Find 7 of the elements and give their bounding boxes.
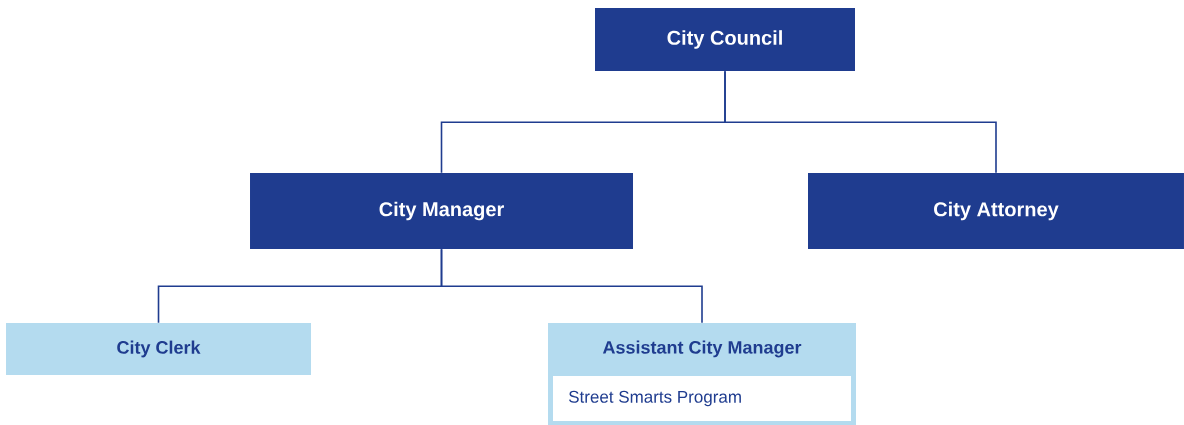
org-box: City Council	[595, 8, 855, 71]
org-box: City Manager	[250, 173, 633, 249]
connector-line	[440, 248, 703, 324]
org-box: City Attorney	[808, 173, 1184, 249]
connector-line	[724, 70, 997, 174]
org-box: City Clerk	[6, 323, 311, 375]
program-box: Street Smarts Program	[553, 376, 851, 421]
